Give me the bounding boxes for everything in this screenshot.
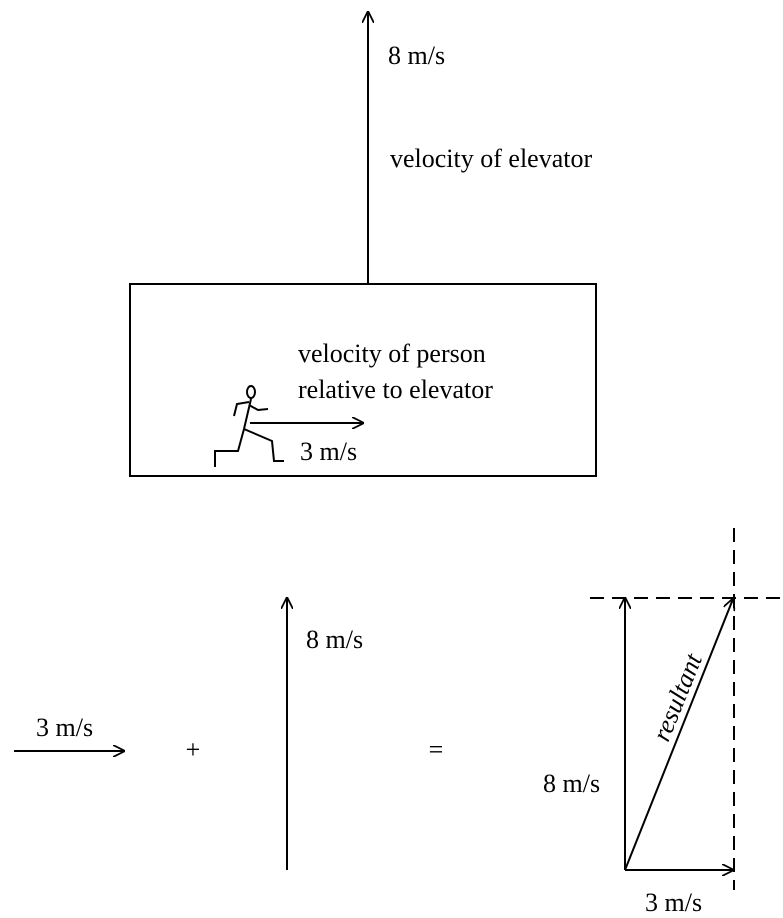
elevator-box xyxy=(129,283,597,477)
equals-sign: = xyxy=(429,735,444,764)
person-velocity-caption-line2: relative to elevator xyxy=(298,375,493,404)
person-velocity-caption-line1: velocity of person xyxy=(298,339,486,368)
running-person-icon xyxy=(214,385,284,467)
elevator-scene: 8 m/s velocity of elevator velocity of p… xyxy=(129,12,597,477)
triangle-horizontal-label: 3 m/s xyxy=(645,888,702,917)
resultant-label: resultant xyxy=(647,649,708,745)
person-speed-label: 3 m/s xyxy=(300,437,357,466)
horizontal-vector-label: 3 m/s xyxy=(36,713,93,742)
elevator-velocity-caption: velocity of elevator xyxy=(390,144,592,173)
vector-addition: 3 m/s + 8 m/s = 8 m/s 3 m/s resultant xyxy=(14,528,783,917)
vertical-vector-label: 8 m/s xyxy=(306,625,363,654)
resultant-vector xyxy=(624,599,733,871)
plus-sign: + xyxy=(186,735,201,764)
elevator-speed-label: 8 m/s xyxy=(388,41,445,70)
triangle-vertical-label: 8 m/s xyxy=(543,769,600,798)
